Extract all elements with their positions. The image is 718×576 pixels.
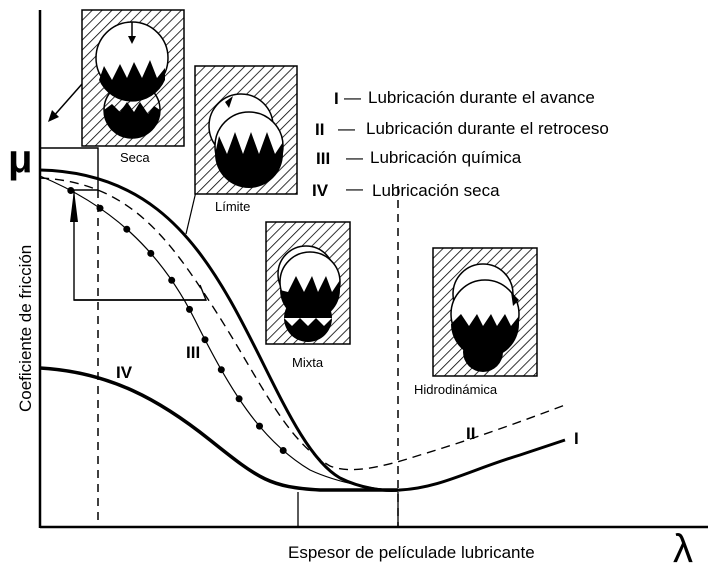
regime-label-limite: Límite [215, 199, 250, 214]
curve-i [39, 168, 566, 492]
curve-label-i: I [574, 429, 579, 448]
legend-text-ii: Lubricación durante el retroceso [366, 119, 609, 138]
legend-dash-i: — [344, 88, 361, 107]
curve-iii-marker [201, 336, 209, 344]
legend-text-iv: Lubricación seca [372, 181, 500, 200]
legend-dash-iv: — [346, 179, 363, 198]
regime-box-limite [194, 65, 298, 195]
curve-iii-marker [147, 249, 155, 257]
curve-ii [39, 177, 566, 471]
legend-roman-i: I [334, 89, 339, 108]
curve-iii-marker [67, 187, 75, 194]
regime-box-mixta [265, 221, 351, 345]
curve-label-iii: III [186, 343, 200, 362]
curve-iii-marker [217, 366, 225, 374]
legend-text-i: Lubricación durante el avance [368, 88, 595, 107]
curve-iv [39, 366, 398, 492]
legend-dash-ii: — [338, 119, 355, 138]
x-axis-symbol: λ [673, 527, 693, 571]
regime-box-hidrodinamica [432, 247, 538, 377]
legend-dash-iii: — [346, 148, 363, 167]
arrow-to-axis-head [48, 110, 59, 122]
legend-roman-iii: III [316, 149, 330, 168]
regime-label-mixta: Mixta [292, 355, 324, 370]
curve-iii [39, 175, 399, 491]
curve-iii-marker [123, 225, 131, 233]
x-axis-label: Espesor de películade lubricante [288, 543, 535, 562]
curve-iii-marker [256, 422, 263, 430]
spike-marker [70, 190, 78, 222]
legend-roman-iv: IV [312, 181, 329, 200]
regime-label-hidrodinamica: Hidrodinámica [414, 382, 498, 397]
curve-iii-marker [279, 447, 287, 454]
curve-iii-marker [235, 395, 243, 403]
curve-label-iv: IV [116, 363, 133, 382]
legend-text-iii: Lubricación química [370, 148, 522, 167]
curve-label-ii: II [466, 424, 475, 443]
curve-iii-marker [168, 276, 176, 284]
regime-box-seca [81, 9, 185, 147]
curve-iii-marker [96, 204, 104, 212]
legend-roman-ii: II [315, 120, 324, 139]
regime-label-seca: Seca [120, 150, 150, 165]
arrow-to-axis [51, 83, 83, 119]
y-axis-symbol: μ [8, 137, 32, 181]
y-axis-label: Coeficiente de fricción [16, 245, 35, 412]
curve-iii-markers [67, 187, 287, 454]
curve-iii-marker [186, 305, 193, 313]
legend: I — Lubricación durante el avance II — L… [312, 88, 609, 200]
